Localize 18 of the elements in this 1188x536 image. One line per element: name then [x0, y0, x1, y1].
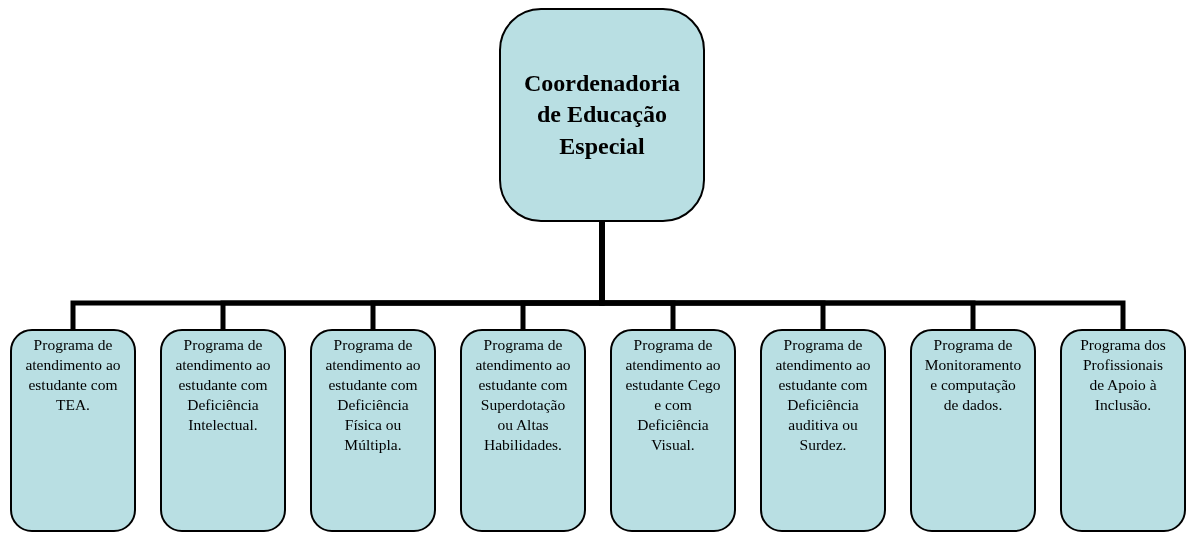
program-label: Programa de Monitoramento e computação de dados.: [924, 335, 1022, 415]
program-box: [160, 329, 286, 532]
program-label: Programa dos Profissionais de Apoio à Inclusão.: [1079, 335, 1167, 415]
program-label: Programa de atendimento ao estudante com Deficiência auditiva ou Surdez.: [774, 335, 872, 455]
program-label: Programa de atendimento ao estudante com Deficiência Intelectual.: [174, 335, 272, 435]
program-box: [760, 329, 886, 532]
program-box: [1060, 329, 1186, 532]
program-label: Programa de atendimento ao estudante com TEA.: [24, 335, 122, 415]
program-box: [610, 329, 736, 532]
department-box: [499, 8, 705, 222]
department-title: Coordenadoria de Educação Especial: [523, 69, 681, 161]
program-box: [10, 329, 136, 532]
program-label: Programa de atendimento ao estudante com Superdotação ou Altas Habilidades.: [474, 335, 572, 455]
program-box: [460, 329, 586, 532]
program-box: [910, 329, 1036, 532]
program-label: Programa de atendimento ao estudante com Deficiência Física ou Múltipla.: [324, 335, 422, 455]
program-box: [310, 329, 436, 532]
program-label: Programa de atendimento ao estudante Cego e com Deficiência Visual.: [624, 335, 722, 455]
